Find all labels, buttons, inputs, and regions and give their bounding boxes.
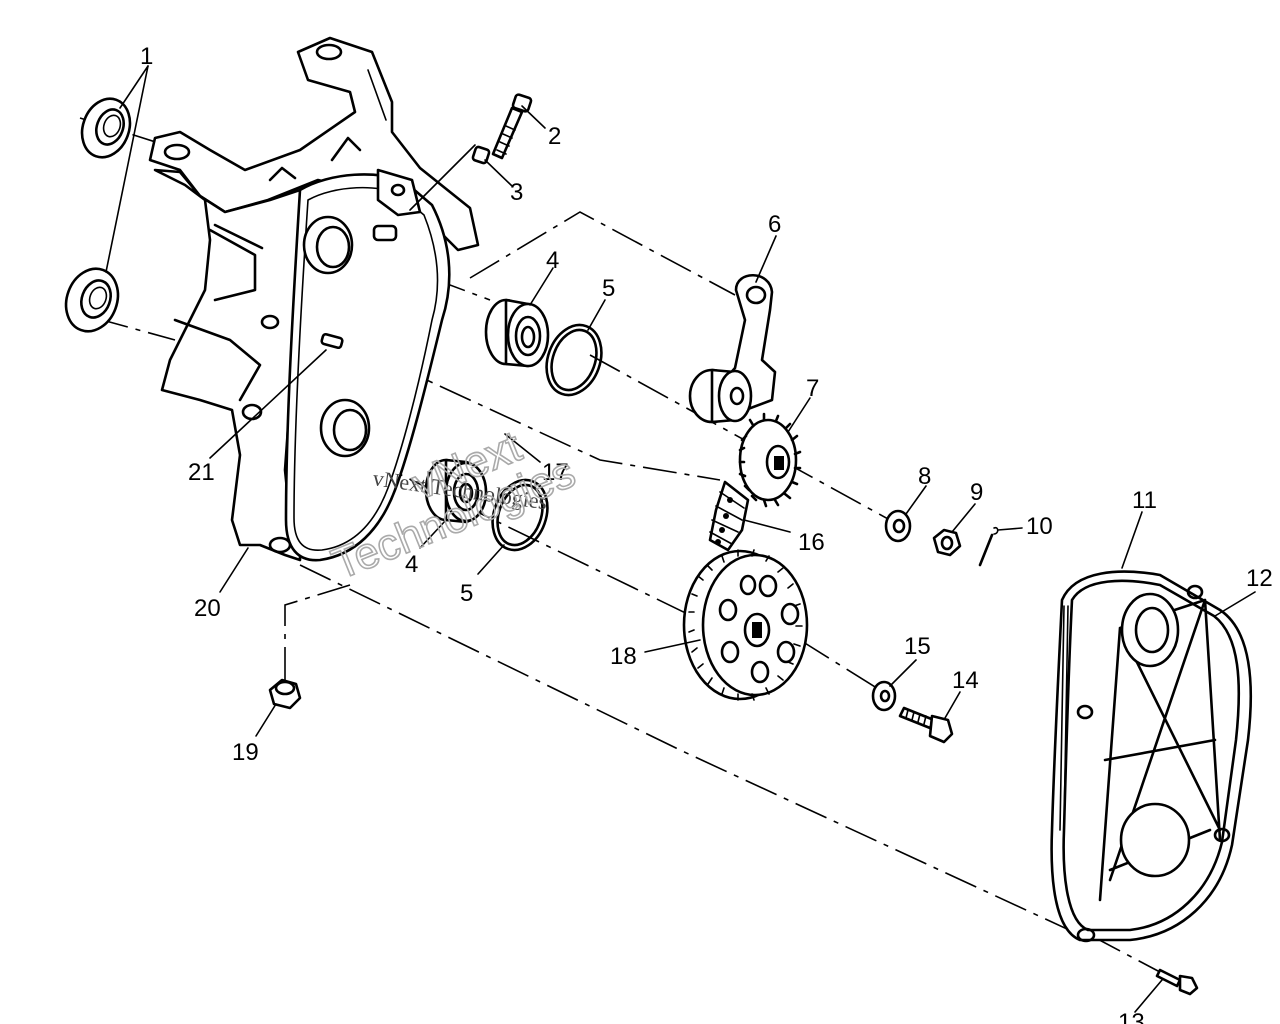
large-sprocket bbox=[682, 549, 809, 701]
callout-11: 11 bbox=[1132, 487, 1157, 514]
top-sprocket bbox=[738, 412, 802, 508]
callout-18: 18 bbox=[610, 643, 637, 670]
seal-upper bbox=[80, 97, 132, 159]
callout-7: 7 bbox=[806, 375, 819, 402]
callout-13: 13 bbox=[1118, 1009, 1145, 1024]
cotter-pin-10 bbox=[978, 526, 999, 567]
chaincase-housing bbox=[148, 36, 480, 562]
callout-14: 14 bbox=[952, 667, 979, 694]
callout-1: 1 bbox=[140, 43, 153, 70]
callout-17: 17 bbox=[542, 459, 569, 486]
snap-ring-upper bbox=[545, 323, 603, 397]
drive-chain bbox=[708, 480, 750, 552]
callout-2: 2 bbox=[548, 123, 561, 150]
callout-19: 19 bbox=[232, 739, 259, 766]
seal-lower bbox=[64, 267, 120, 333]
callout-20: 20 bbox=[194, 595, 221, 622]
bolt-14 bbox=[898, 706, 954, 744]
callout-5-lower: 5 bbox=[460, 580, 473, 607]
bolt-13 bbox=[1155, 968, 1199, 996]
leader-lines bbox=[105, 65, 1256, 1013]
callout-8: 8 bbox=[918, 463, 931, 490]
nut-3 bbox=[471, 145, 491, 165]
bearing-upper bbox=[484, 298, 550, 368]
callout-12: 12 bbox=[1246, 565, 1273, 592]
washer-15 bbox=[871, 680, 897, 712]
callout-6: 6 bbox=[768, 211, 781, 238]
drain-plug-19 bbox=[268, 678, 302, 710]
callout-21: 21 bbox=[188, 459, 215, 486]
tensioner-arm bbox=[688, 274, 777, 424]
callout-3: 3 bbox=[510, 179, 523, 206]
callout-15: 15 bbox=[904, 633, 931, 660]
callout-9: 9 bbox=[970, 479, 983, 506]
snap-ring-lower bbox=[491, 478, 549, 552]
callout-16: 16 bbox=[798, 529, 825, 556]
bolt-2 bbox=[491, 93, 533, 160]
callout-labels: 1 2 3 4 4 5 5 6 7 8 9 10 11 12 13 14 15 … bbox=[140, 43, 1273, 1024]
chaincase-cover bbox=[1050, 570, 1253, 943]
callout-10: 10 bbox=[1026, 513, 1053, 540]
callout-5-upper: 5 bbox=[602, 275, 615, 302]
bearing-lower bbox=[424, 458, 488, 524]
nut-9 bbox=[932, 528, 962, 557]
washer-8 bbox=[884, 509, 912, 543]
callout-4-upper: 4 bbox=[546, 247, 559, 274]
callout-4-lower: 4 bbox=[405, 551, 418, 578]
